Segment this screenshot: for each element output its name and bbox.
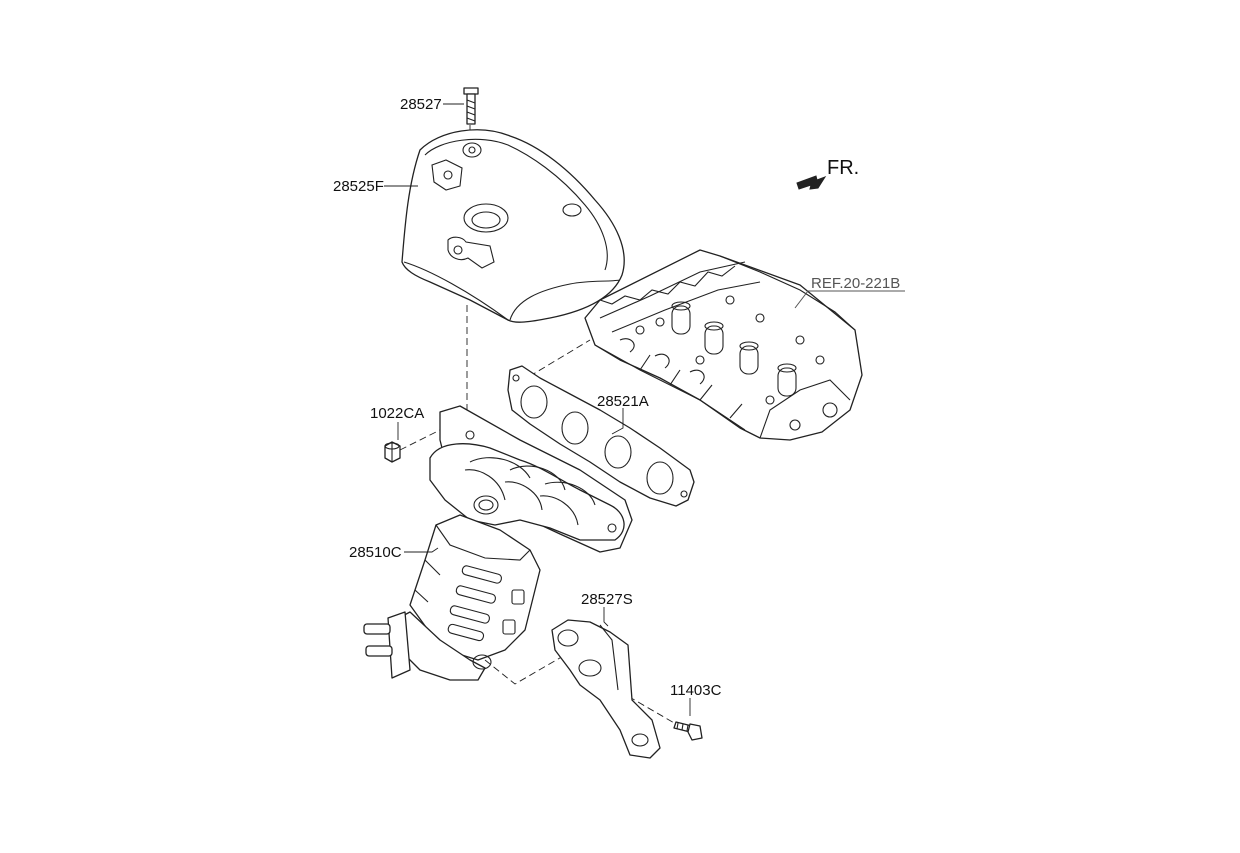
front-label: FR.: [827, 157, 859, 179]
cylinder-head-icon: [584, 249, 863, 441]
bracket-28527s-icon: [551, 619, 661, 759]
label-28527s: 28527S: [581, 591, 633, 608]
label-ref-cylinder-head: REF.20-221B: [811, 275, 900, 292]
label-11403c: 11403C: [670, 682, 722, 699]
bolt-28527-icon: [463, 87, 479, 125]
gasket-28521a-icon: [507, 365, 695, 507]
leader-lines: [384, 103, 905, 716]
label-28525f: 28525F: [333, 178, 384, 195]
label-1022ca: 1022CA: [370, 405, 424, 422]
manifold-catalyst-28510c-icon: [363, 405, 633, 681]
front-arrow-icon: [796, 175, 827, 190]
heat-protector-28525f-icon: [401, 129, 625, 323]
nut-1022ca-icon: [384, 441, 401, 463]
label-28527: 28527: [400, 96, 442, 113]
label-28510c: 28510C: [349, 544, 402, 561]
bolt-11403c-icon: [673, 721, 703, 741]
label-28521a: 28521A: [597, 393, 649, 410]
